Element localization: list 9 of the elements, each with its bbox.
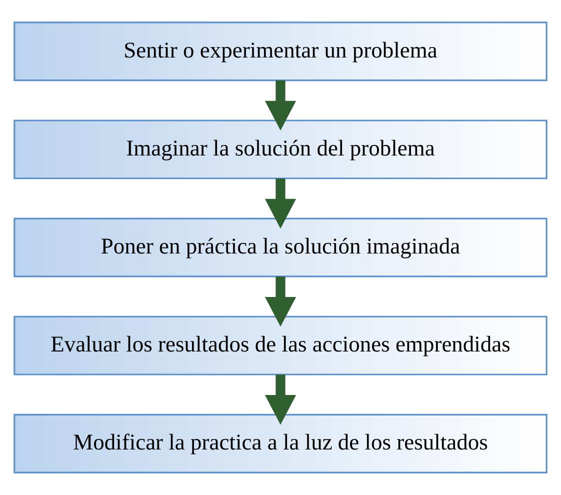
arrow: [264, 276, 296, 327]
node-box: Imaginar la solución del problema: [14, 120, 548, 180]
node-box: Modificar la practica a la luz de los resultados: [14, 414, 548, 474]
arrow: [264, 374, 296, 425]
node-box: Evaluar los resultados de las acciones emprendidas: [14, 316, 548, 376]
arrow: [264, 178, 296, 229]
arrow: [264, 80, 296, 130]
node-box: Sentir o experimentar un problema: [14, 22, 548, 82]
node-box: Poner en práctica la solución imaginada: [14, 218, 548, 278]
